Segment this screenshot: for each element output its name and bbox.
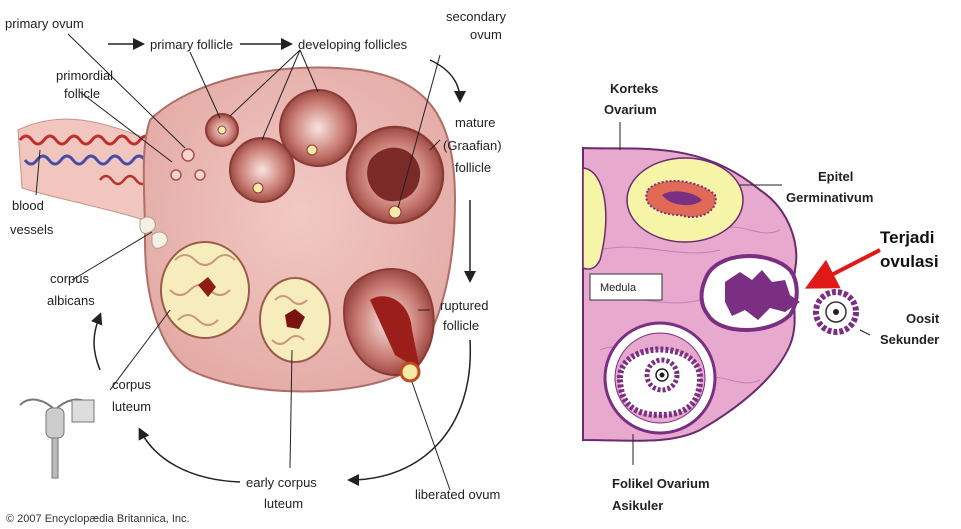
uterus-icon (20, 400, 94, 478)
label-primary-follicle: primary follicle (150, 37, 233, 52)
label-mature-3: follicle (455, 160, 491, 175)
label-sekunder: Sekunder (880, 332, 939, 347)
developing-follicle-1-ovum (253, 183, 263, 193)
right-ovary-diagram: Medula Korteks Ovariu (583, 81, 940, 513)
liberated-ovum-circle (401, 363, 419, 381)
label-blood-vessels-1: blood (12, 198, 44, 213)
developing-follicle-2 (280, 90, 356, 166)
label-secondary-ovum-1: secondary (446, 9, 506, 24)
label-liberated-ovum: liberated ovum (415, 487, 500, 502)
copyright-notice: © 2007 Encyclopædia Britannica, Inc. (6, 513, 190, 525)
label-korteks-2: Ovarium (604, 102, 657, 117)
secondary-oocyte (816, 292, 856, 332)
label-ruptured-1: ruptured (440, 298, 488, 313)
corpus-luteum (161, 242, 249, 338)
label-folikel-1: Folikel Ovarium (612, 476, 710, 491)
arrow-luteum-to-albicans (94, 315, 100, 370)
label-ruptured-2: follicle (443, 318, 479, 333)
antral-follicle (605, 323, 715, 433)
label-primordial-1: primordial (56, 68, 113, 83)
label-corpus-luteum-1: corpus (112, 377, 152, 392)
arrow-early-to-corpus-luteum (140, 430, 240, 482)
label-developing-follicles: developing follicles (298, 37, 408, 52)
mature-follicle-ovum (389, 206, 401, 218)
early-corpus-luteum (260, 278, 330, 362)
label-korteks-1: Korteks (610, 81, 658, 96)
primordial-follicle (195, 170, 205, 180)
label-primary-ovum: primary ovum (5, 16, 84, 31)
primary-follicle-ovum (218, 126, 226, 134)
developing-follicle-2-ovum (307, 145, 317, 155)
label-terjadi: Terjadi (880, 228, 934, 247)
label-folikel-2: Asikuler (612, 498, 663, 513)
label-corpus-albicans-2: albicans (47, 293, 95, 308)
label-early-corpus-luteum-2: luteum (264, 496, 303, 511)
label-secondary-ovum-2: ovum (470, 27, 502, 42)
label-early-corpus-luteum-1: early corpus (246, 475, 317, 490)
label-corpus-albicans-1: corpus (50, 271, 90, 286)
primordial-follicle (171, 170, 181, 180)
label-blood-vessels-2: vessels (10, 222, 54, 237)
label-epitel-2: Germinativum (786, 190, 873, 205)
arrow-developing-to-mature (430, 60, 460, 100)
label-medula: Medula (600, 282, 637, 294)
label-ovulasi: ovulasi (880, 252, 939, 271)
ovulation-arrow (812, 250, 880, 285)
primordial-follicle (182, 149, 194, 161)
left-ovary-diagram: primary ovum primary follicle developing… (5, 9, 506, 525)
label-primordial-2: follicle (64, 86, 100, 101)
label-mature-2: (Graafian) (443, 138, 502, 153)
label-epitel-1: Epitel (818, 169, 853, 184)
label-oosit: Oosit (906, 311, 940, 326)
label-mature-1: mature (455, 115, 495, 130)
label-corpus-luteum-2: luteum (112, 399, 151, 414)
